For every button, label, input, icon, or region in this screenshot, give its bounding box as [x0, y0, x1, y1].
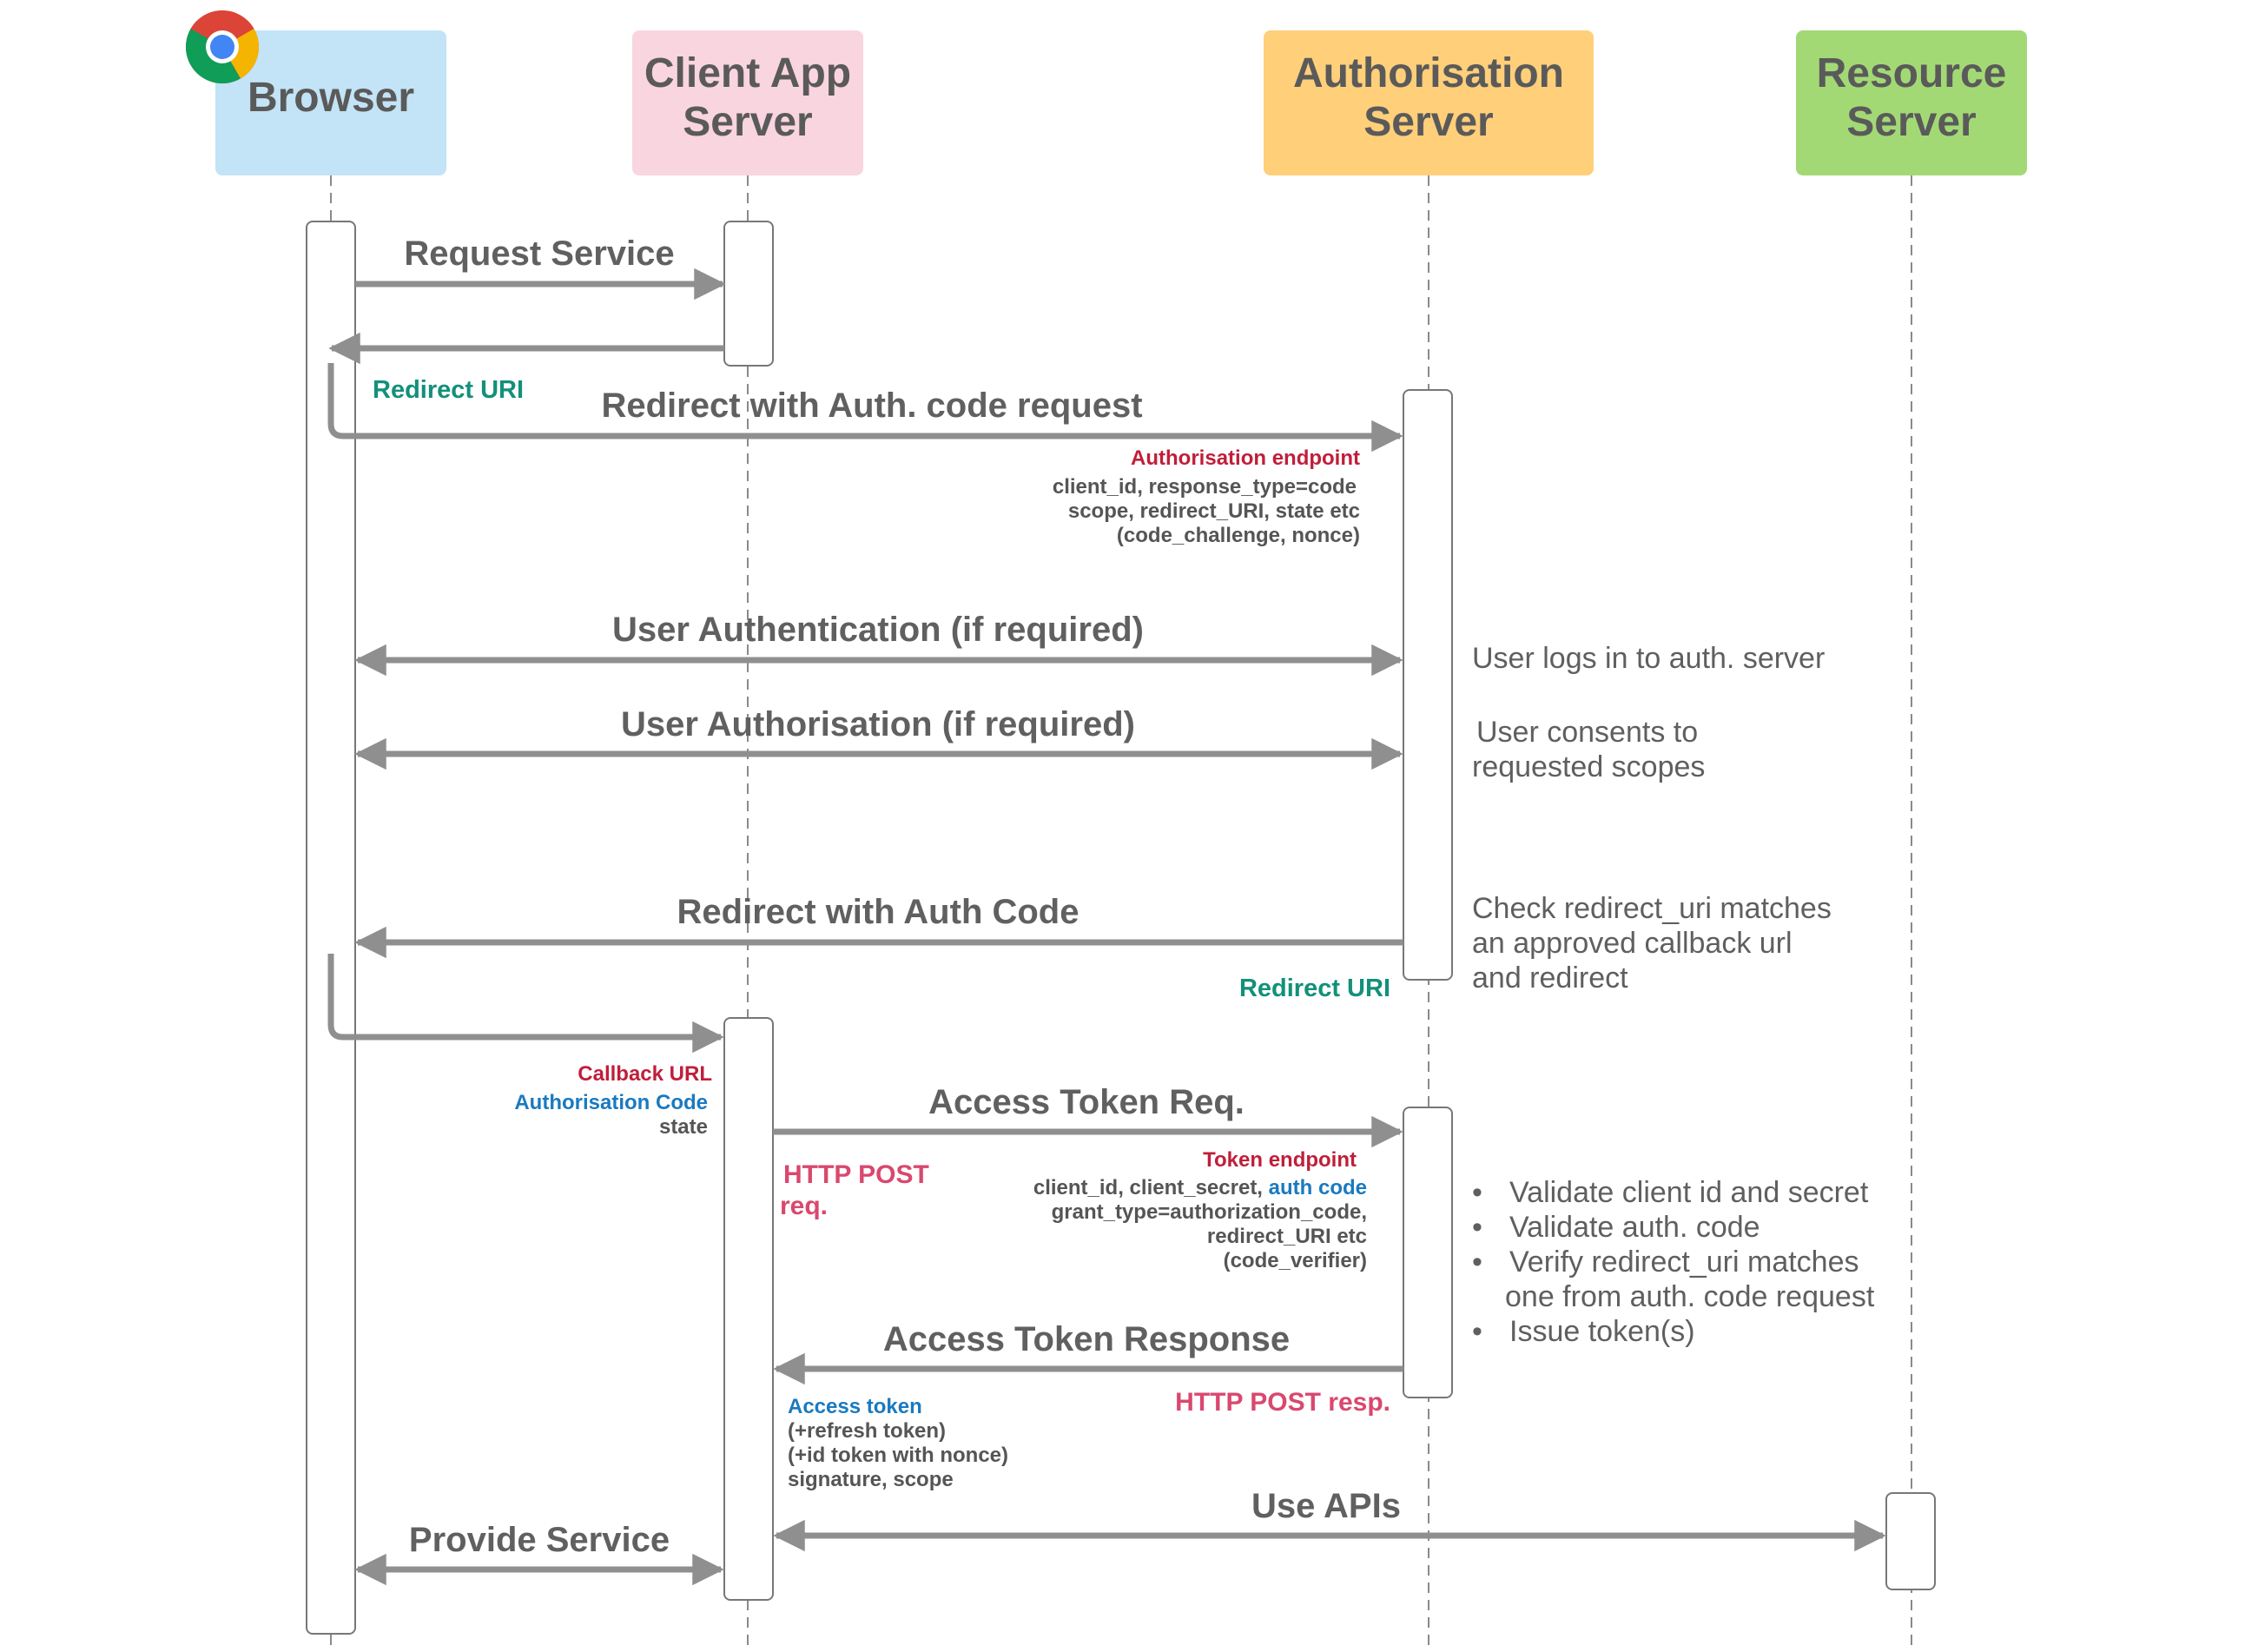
- note-user-consents-line-2: requested scopes: [1472, 750, 1705, 783]
- note-check-redirect-line-3: and redirect: [1472, 961, 1628, 995]
- authorisation-code-label: Authorisation Code: [514, 1091, 708, 1114]
- auth-endpoint-label: Authorisation endpoint: [1131, 446, 1360, 470]
- use-apis-label: Use APIs: [1251, 1487, 1401, 1525]
- redirect-auth-request-arrow: [327, 363, 1403, 453]
- http-post-resp-label: HTTP POST resp.: [1175, 1388, 1390, 1417]
- redirect-uri-label-1: Redirect URI: [373, 376, 524, 404]
- access-token-label: Access token: [788, 1395, 922, 1418]
- token-detail-line-3: signature, scope: [788, 1468, 954, 1491]
- token-endpoint-label: Token endpoint: [1203, 1148, 1357, 1172]
- actor-client: Client App Server: [632, 30, 863, 175]
- actor-auth: Authorisation Server: [1264, 30, 1594, 175]
- note-check-redirect-line-1: Check redirect_uri matches: [1472, 892, 1832, 925]
- access-token-req-label: Access Token Req.: [928, 1083, 1245, 1121]
- token-param-line-4: (code_verifier): [1224, 1249, 1367, 1272]
- client-label-line2: Server: [683, 99, 812, 145]
- auth-param-line-1: client_id, response_type=code: [1053, 475, 1357, 499]
- auth-box: [1264, 30, 1594, 175]
- actor-browser: Browser: [215, 30, 446, 175]
- redirect-uri-label-2: Redirect URI: [1239, 975, 1390, 1002]
- token-param-line-3: redirect_URI etc: [1207, 1225, 1367, 1248]
- note-user-consents-line-1: User consents to: [1476, 716, 1698, 749]
- auth-activation-1: [1403, 389, 1453, 981]
- client-box: [632, 30, 863, 175]
- auth-activation-2: [1403, 1107, 1453, 1398]
- token-detail-line-2: (+id token with nonce): [788, 1444, 1008, 1467]
- redirect-auth-request-label: Redirect with Auth. code request: [601, 387, 1142, 425]
- validation-item-3-continuation: one from auth. code request: [1505, 1280, 1875, 1313]
- auth-label-line2: Server: [1363, 99, 1493, 145]
- token-param-client-text: client_id, client_secret,: [1033, 1176, 1269, 1199]
- resource-box: [1796, 30, 2027, 175]
- bullet-1: •: [1472, 1176, 1482, 1209]
- activations: [306, 221, 1936, 1635]
- token-param-line-2: grant_type=authorization_code,: [1052, 1200, 1367, 1224]
- http-post-req-line-1: HTTP POST: [783, 1160, 929, 1189]
- browser-label: Browser: [248, 75, 414, 121]
- callback-arrow: [327, 954, 724, 1054]
- browser-box: [215, 30, 446, 175]
- redirect-auth-code-label: Redirect with Auth Code: [677, 893, 1079, 931]
- token-detail-line-1: (+refresh token): [788, 1419, 946, 1443]
- resource-label-line2: Server: [1846, 99, 1976, 145]
- bullet-2: •: [1472, 1211, 1482, 1244]
- resource-activation: [1885, 1492, 1936, 1590]
- bullet-3: •: [1472, 1246, 1482, 1279]
- auth-label-line1: Authorisation: [1293, 50, 1564, 96]
- validation-list: • Validate client id and secret • Valida…: [1472, 1176, 1875, 1348]
- token-param-line-1: client_id, client_secret, auth code: [1033, 1176, 1367, 1199]
- user-authorisation-label: User Authorisation (if required): [621, 705, 1135, 743]
- callback-url-label: Callback URL: [578, 1062, 712, 1086]
- token-param-auth-code: auth code: [1269, 1176, 1367, 1199]
- validation-item-2: Validate auth. code: [1509, 1211, 1760, 1244]
- client-activation-1: [723, 221, 774, 367]
- user-authentication-label: User Authentication (if required): [612, 611, 1144, 649]
- auth-param-line-2: scope, redirect_URI, state etc: [1068, 499, 1360, 523]
- auth-param-line-3: (code_challenge, nonce): [1117, 524, 1360, 547]
- chrome-icon: [185, 10, 260, 84]
- client-activation-2: [723, 1017, 774, 1601]
- arrows: [327, 268, 1886, 1586]
- bullet-4: •: [1472, 1315, 1482, 1348]
- note-user-logs-in: User logs in to auth. server: [1472, 642, 1825, 675]
- access-token-response-label: Access Token Response: [883, 1320, 1290, 1358]
- client-label-line1: Client App: [644, 50, 851, 96]
- validation-item-1: Validate client id and secret: [1509, 1176, 1869, 1209]
- validation-item-3: Verify redirect_uri matches: [1509, 1246, 1859, 1279]
- provide-service-label: Provide Service: [409, 1521, 670, 1559]
- note-check-redirect-line-2: an approved callback url: [1472, 927, 1793, 960]
- request-service-label: Request Service: [404, 235, 674, 273]
- http-post-req-line-2: req.: [780, 1192, 828, 1220]
- validation-item-4: Issue token(s): [1509, 1315, 1695, 1348]
- actor-resource: Resource Server: [1796, 30, 2027, 175]
- resource-label-line1: Resource: [1817, 50, 2007, 96]
- state-label: state: [659, 1115, 708, 1139]
